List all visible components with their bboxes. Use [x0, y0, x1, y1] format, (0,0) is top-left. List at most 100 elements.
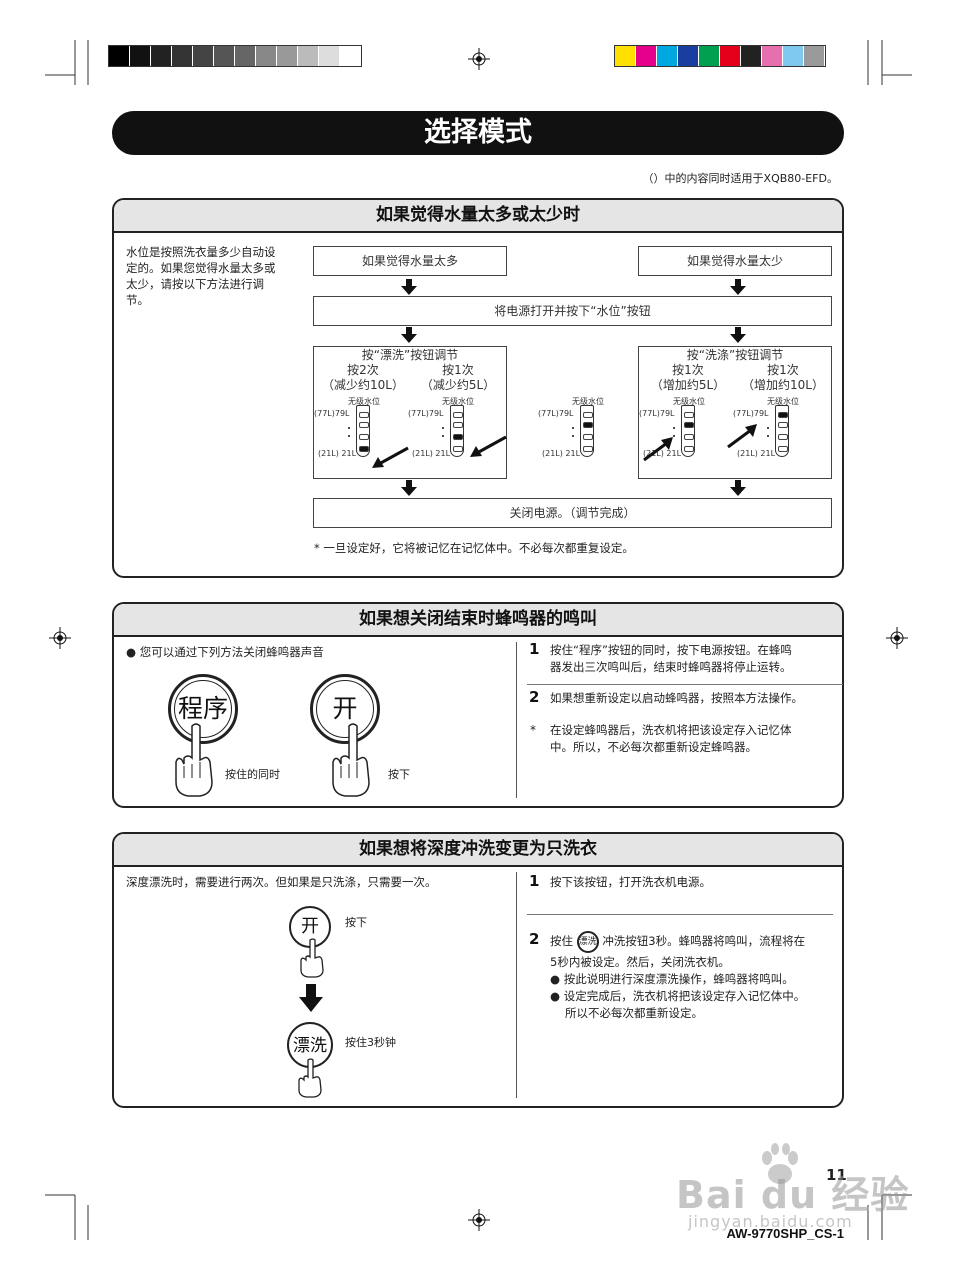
water-level-panel: 如果觉得水量太多或太少时 水位是按照洗衣量多少自动设 定的。如果您觉得水量太多或… — [112, 198, 844, 578]
power-button-caption: 按下 — [345, 916, 367, 929]
gauge-segment — [778, 446, 788, 452]
pressing-hand-icon — [332, 723, 370, 797]
rinse-option-1x: 按1次 （减少约5L） — [420, 363, 496, 392]
gauge-segment — [778, 434, 788, 440]
color-swatch — [783, 46, 804, 66]
color-swatch — [256, 46, 277, 66]
color-swatch — [277, 46, 298, 66]
water-level-gauge: 无级水位(77L)79L(21L) 21L — [314, 397, 380, 463]
color-swatch — [151, 46, 172, 66]
section-title: 如果觉得水量太多或太少时 — [114, 200, 842, 233]
water-level-intro: 水位是按照洗衣量多少自动设 定的。如果您觉得水量太多或 太少，请按以下方法进行调… — [126, 245, 276, 307]
gauge-segment — [684, 434, 694, 440]
gauge-segment — [684, 422, 694, 428]
deep-rinse-panel: 如果想将深度冲洗变更为只洗衣 深度漂洗时，需要进行两次。但如果是只洗涤，只需要一… — [112, 832, 844, 1108]
color-swatch — [298, 46, 319, 66]
registration-mark-left — [49, 627, 71, 649]
registration-mark-right — [886, 627, 908, 649]
wash-option-5l: 按1次 （增加约5L） — [650, 363, 726, 392]
arrow-down-icon — [299, 984, 323, 1012]
memory-note: * 一旦设定好，它将被记忆在记忆体中。不必每次都重复设定。 — [314, 541, 634, 555]
wash-adjust-box: 按“洗涤”按钮调节 按1次 （增加约5L） 按1次 （增加约10L） — [638, 346, 832, 479]
color-swatch — [193, 46, 214, 66]
gauge-segment — [359, 434, 369, 440]
pressing-hand-icon — [175, 723, 213, 797]
page-title: 选择模式 — [112, 111, 844, 155]
deep-rinse-step-1: 按下该按钮，打开洗衣机电源。 — [550, 875, 711, 889]
gauge-bottom-label: (21L) 21L — [542, 449, 581, 458]
step-number: 1 — [529, 640, 540, 658]
gauge-dot — [442, 435, 444, 437]
buzzer-note: 在设定蜂鸣器后，洗衣机将把该设定存入记忆体 中。所以，不必每次都重新设定蜂鸣器。 — [550, 723, 792, 754]
color-swatch — [762, 46, 783, 66]
too-much-water-box: 如果觉得水量太多 — [313, 246, 507, 276]
color-swatch — [678, 46, 699, 66]
gauge-segment — [453, 434, 463, 440]
gauge-top-label: (77L)79L — [639, 409, 675, 418]
gauge-dot — [572, 435, 574, 437]
deep-rinse-step-2: 按住 漂洗 冲洗按钮3秒。蜂鸣器将鸣叫，流程将在 — [550, 930, 805, 953]
color-swatch — [615, 46, 636, 66]
deep-rinse-bullet-1: ● 按此说明进行深度漂洗操作，蜂鸣器将鸣叫。 — [550, 972, 794, 986]
paw-logo-icon — [762, 1143, 798, 1184]
gauge-header: 无级水位 — [673, 397, 705, 406]
pressing-hand-icon — [298, 1058, 322, 1098]
gauge-top-label: (77L)79L — [538, 409, 574, 418]
water-level-gauge: 无级水位(77L)79L(21L) 21L — [733, 397, 799, 463]
program-button[interactable]: 程序 — [168, 674, 238, 744]
gauge-body — [580, 405, 594, 457]
gauge-dot — [348, 427, 350, 429]
buzzer-panel: 如果想关闭结束时蜂鸣器的鸣叫 ● 您可以通过下列方法关闭蜂鸣器声音 程序 按住的… — [112, 602, 844, 808]
gauge-top-label: (77L)79L — [408, 409, 444, 418]
color-swatch — [636, 46, 657, 66]
section-title: 如果想将深度冲洗变更为只洗衣 — [114, 834, 842, 867]
deep-rinse-intro: 深度漂洗时，需要进行两次。但如果是只洗涤，只需要一次。 — [126, 875, 437, 889]
gauge-dot — [673, 435, 675, 437]
power-button[interactable]: 开 — [310, 674, 380, 744]
gauge-bottom-label: (21L) 21L — [643, 449, 682, 458]
divider-line — [527, 684, 843, 685]
gauge-segment — [778, 412, 788, 418]
gauge-segment — [583, 446, 593, 452]
gauge-segment — [359, 446, 369, 452]
power-button-caption: 按下 — [388, 768, 410, 781]
pressing-hand-icon — [300, 938, 324, 978]
gauge-segment — [778, 422, 788, 428]
gauge-segment — [359, 422, 369, 428]
gauge-bottom-label: (21L) 21L — [737, 449, 776, 458]
water-level-gauge: 无级水位(77L)79L(21L) 21L — [538, 397, 604, 463]
color-swatch — [214, 46, 235, 66]
too-little-water-box: 如果觉得水量太少 — [638, 246, 832, 276]
gauge-segment — [453, 446, 463, 452]
deep-rinse-bullet-2: ● 设定完成后，洗衣机将把该设定存入记忆体中。 所以不必每次都重新设定。 — [550, 989, 806, 1020]
gauge-dot — [767, 435, 769, 437]
water-level-gauge: 无级水位(77L)79L(21L) 21L — [408, 397, 474, 463]
gauge-dot — [442, 427, 444, 429]
gauge-body — [681, 405, 695, 457]
registration-mark-bottom — [468, 1209, 490, 1231]
divider-line — [527, 914, 833, 915]
model-note: （）中的内容同时适用于XQB80-EFD。 — [642, 172, 838, 185]
gauge-segment — [583, 434, 593, 440]
gauge-dot — [767, 427, 769, 429]
color-swatch — [109, 46, 130, 66]
power-and-water-level-step: 将电源打开并按下“水位”按钮 — [313, 296, 832, 326]
wash-adjust-title: 按“洗涤”按钮调节 — [686, 348, 784, 362]
gauge-segment — [583, 412, 593, 418]
section-title: 如果想关闭结束时蜂鸣器的鸣叫 — [114, 604, 842, 637]
program-button-caption: 按住的同时 — [225, 768, 280, 781]
gauge-header: 无级水位 — [348, 397, 380, 406]
registration-mark-top — [468, 48, 490, 70]
gauge-bottom-label: (21L) 21L — [318, 449, 357, 458]
gauge-dot — [572, 427, 574, 429]
buzzer-step-1: 按住“程序”按钮的同时，按下电源按钮。在蜂鸣 器发出三次鸣叫后，结束时蜂鸣器将停… — [550, 643, 792, 674]
increase-arrow-icon — [727, 424, 757, 449]
increase-arrow-icon — [643, 437, 673, 462]
power-off-finish-step: 关闭电源。（调节完成） — [313, 498, 832, 528]
gauge-dot — [673, 427, 675, 429]
rinse-button[interactable]: 漂洗 — [287, 1022, 333, 1068]
note-asterisk: * — [530, 723, 536, 737]
color-swatch — [699, 46, 720, 66]
gauge-bottom-label: (21L) 21L — [412, 449, 451, 458]
